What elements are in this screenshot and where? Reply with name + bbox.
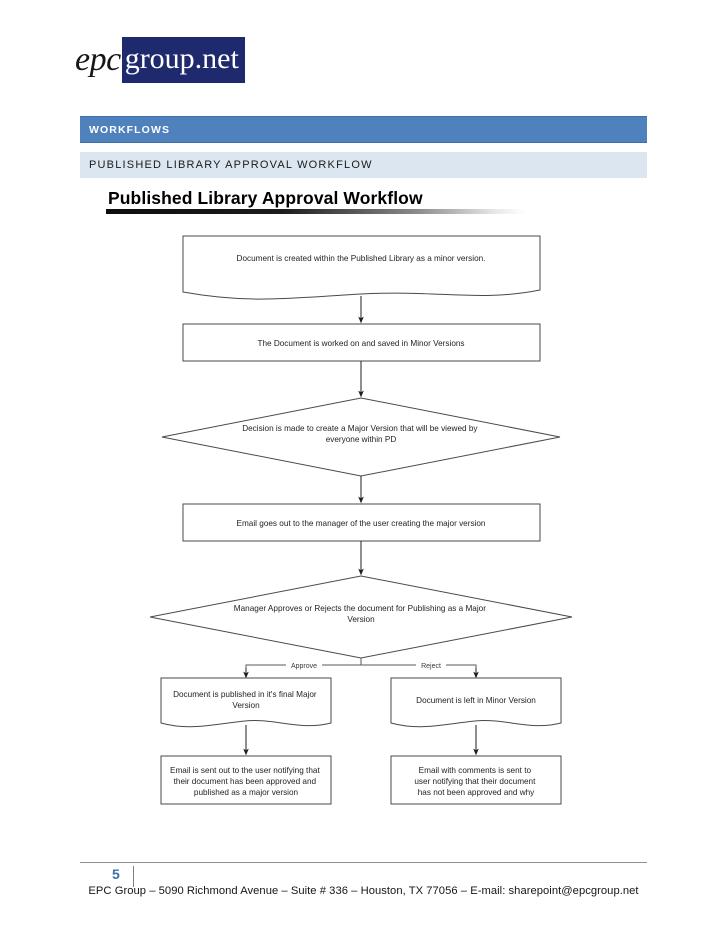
section-header-workflows: WORKFLOWS [80, 116, 647, 143]
section-header-label: WORKFLOWS [89, 123, 171, 136]
page-number: 5 [112, 866, 121, 882]
footer-address: EPC Group – 5090 Richmond Avenue – Suite… [88, 885, 639, 897]
branch-label-approve: Approve [291, 663, 317, 670]
node-document-created [182, 235, 541, 300]
node-text-email-approved: Email is sent out to the user notifying … [170, 766, 322, 797]
node-text-email-not-approved: Email with comments is sent to user noti… [414, 766, 537, 797]
diagram-title: Published Library Approval Workflow [108, 188, 423, 208]
footer-divider [80, 862, 647, 863]
node-worked-on [182, 323, 541, 362]
node-text-worked-on: The Document is worked on and saved in M… [257, 339, 464, 348]
node-text-document-created: Document is created within the Published… [237, 254, 486, 263]
page-number-separator [133, 866, 134, 887]
logo-text-groupnet: group.net [121, 37, 245, 83]
epc-group-logo: epc group.net [75, 37, 245, 83]
node-email-approved [160, 755, 332, 805]
workflow-flowchart: Document is created within the Published… [140, 228, 590, 818]
node-email-not-approved [390, 755, 562, 805]
node-published-final-major [160, 677, 332, 728]
subsection-header-label: PUBLISHED LIBRARY APPROVAL WORKFLOW [89, 159, 373, 171]
node-text-left-minor-version: Document is left in Minor Version [416, 696, 536, 705]
node-left-minor-version [390, 677, 562, 728]
node-text-decision-major-version: Decision is made to create a Major Versi… [242, 424, 480, 444]
diagram-title-underline [106, 209, 525, 214]
branch-label-reject: Reject [421, 663, 441, 670]
subsection-header-published-library: PUBLISHED LIBRARY APPROVAL WORKFLOW [80, 152, 647, 178]
logo-text-epc: epc [75, 41, 121, 78]
node-text-published-final-major: Document is published in it's final Majo… [173, 690, 319, 710]
node-text-email-manager: Email goes out to the manager of the use… [237, 519, 486, 528]
node-text-decision-approve-reject: Manager Approves or Rejects the document… [234, 604, 488, 624]
